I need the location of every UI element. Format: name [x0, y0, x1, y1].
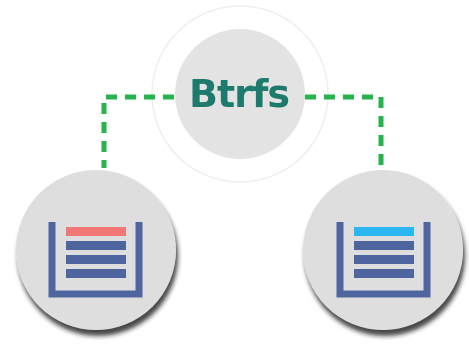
hub-outer-ring — [151, 5, 329, 183]
left-row-1 — [66, 241, 126, 250]
connector-left — [101, 94, 174, 168]
right-storage-icon — [336, 222, 431, 298]
right-row-3 — [354, 269, 414, 278]
hub-circle — [175, 29, 305, 159]
right-container-frame — [336, 222, 431, 298]
left-storage-node — [16, 170, 176, 330]
right-highlight-row — [354, 227, 414, 236]
left-storage-icon — [48, 222, 143, 298]
right-storage-node — [303, 170, 463, 330]
btrfs-label: Btrfs — [188, 72, 290, 116]
left-highlight-row — [66, 227, 126, 236]
right-row-1 — [354, 241, 414, 250]
left-row-2 — [66, 255, 126, 264]
connector-right — [305, 94, 384, 168]
right-row-2 — [354, 255, 414, 264]
left-row-3 — [66, 269, 126, 278]
left-container-frame — [48, 222, 143, 298]
